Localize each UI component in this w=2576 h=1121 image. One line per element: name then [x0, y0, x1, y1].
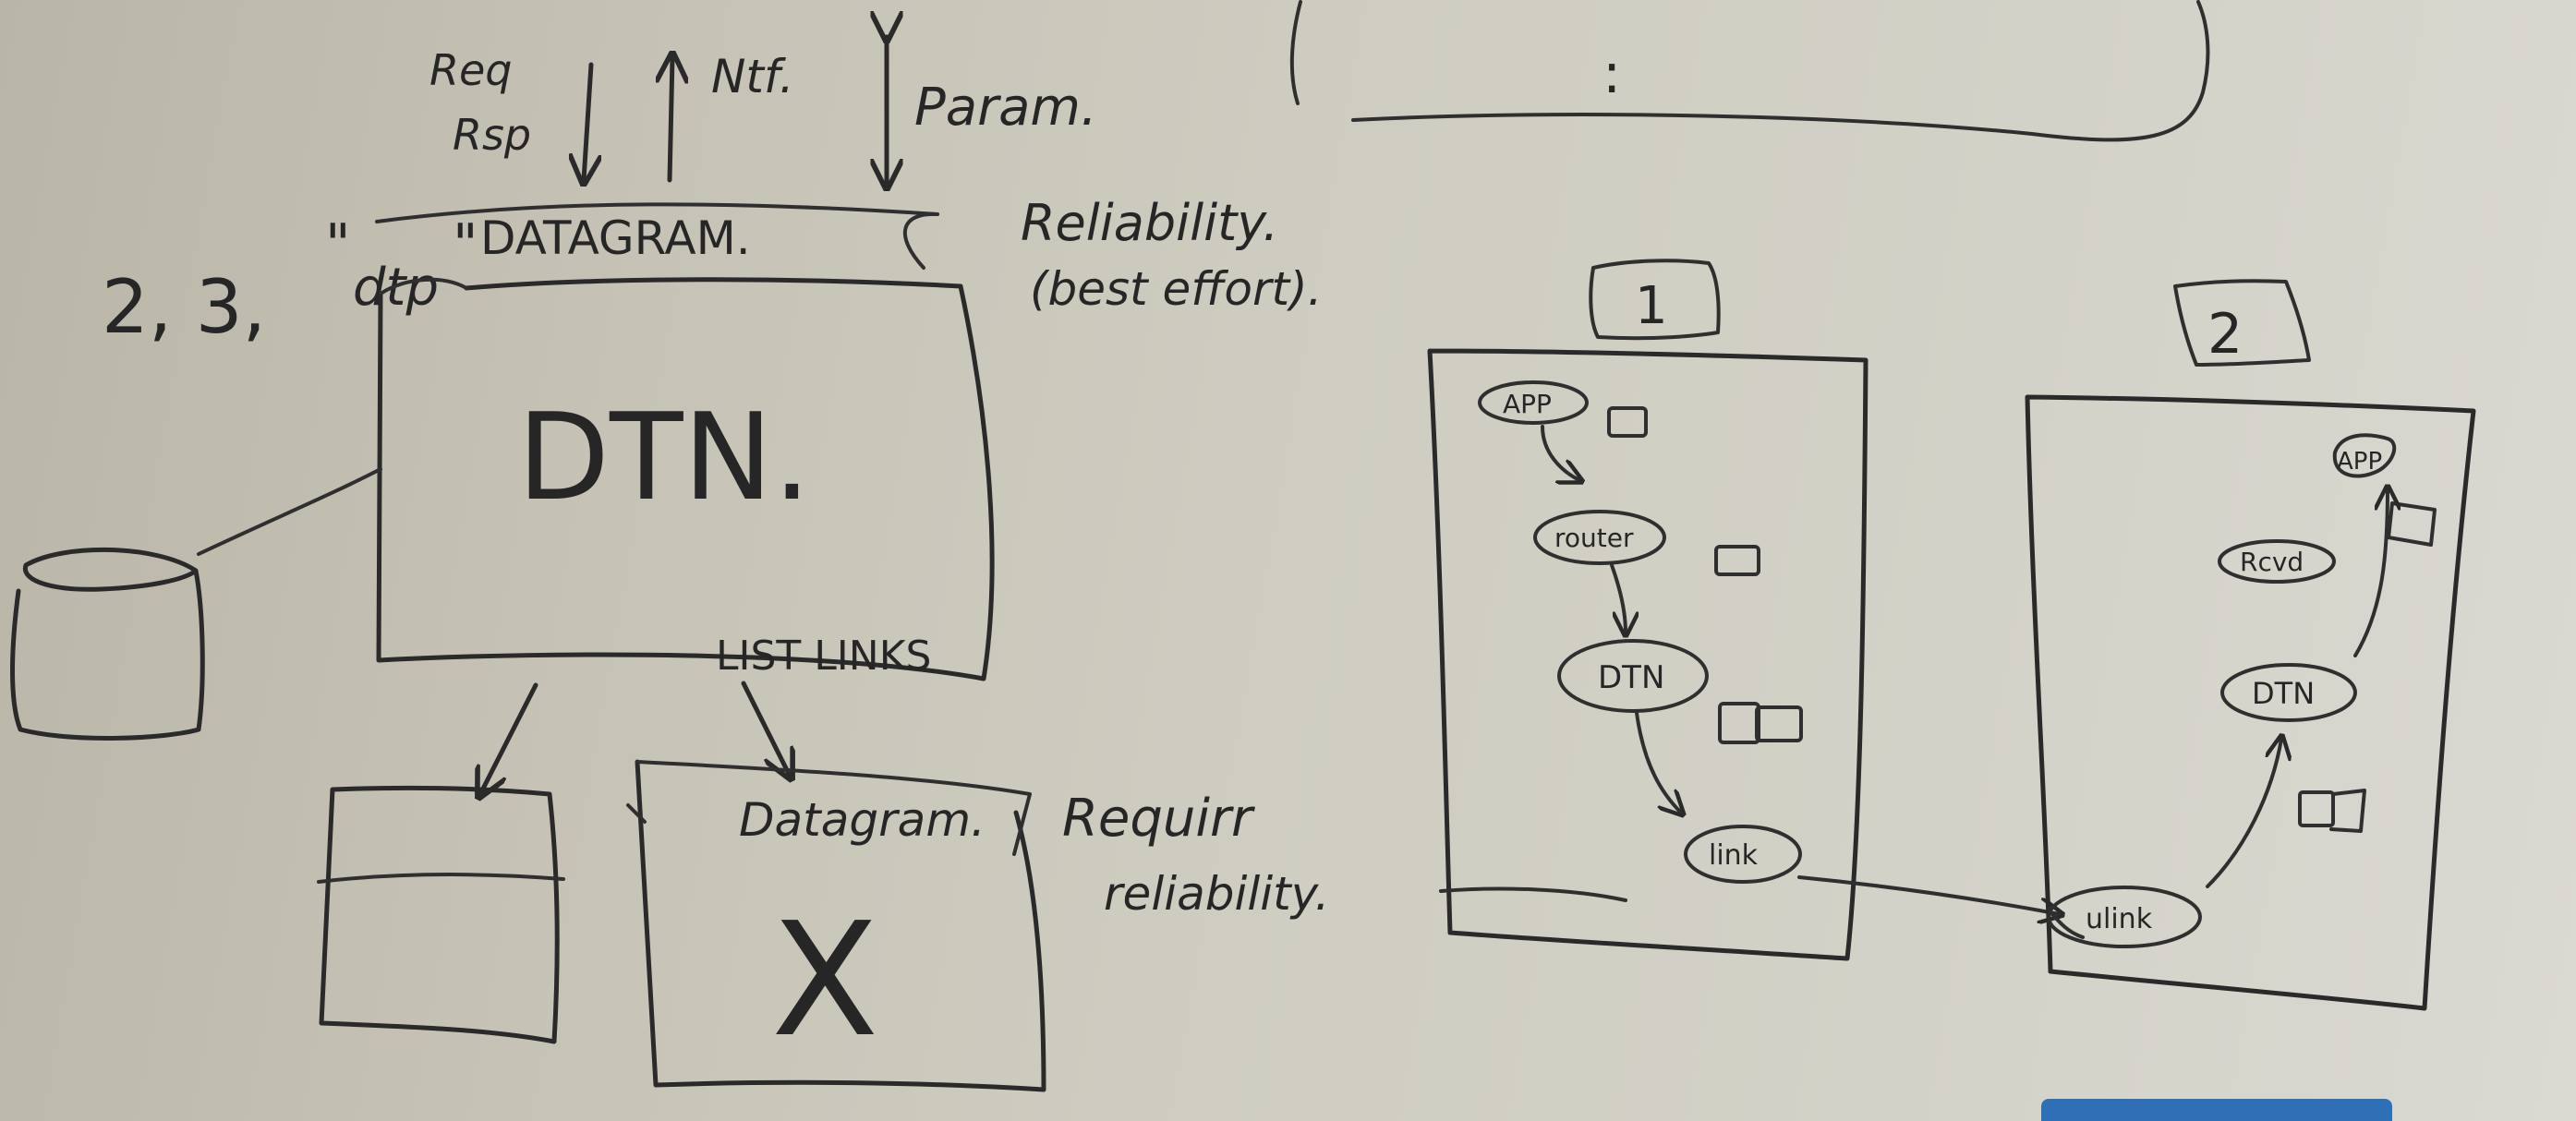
- label-node-link-2: ulink: [2086, 903, 2153, 935]
- label-node-app-1: APP: [1503, 389, 1552, 419]
- label-node-dtn-2: DTN: [2252, 676, 2315, 711]
- lower-right-box: [635, 759, 1046, 1092]
- label-reliability-req: reliability.: [1104, 867, 1329, 921]
- label-req: Req: [429, 45, 512, 95]
- label-quote-open: ": [325, 212, 351, 277]
- label-datagram-bottom: Datagram.: [739, 793, 986, 847]
- node-link-1: [1684, 825, 1802, 884]
- diagram-2-number: 2: [2207, 302, 2243, 367]
- label-best-effort: (best effort).: [1030, 262, 1323, 316]
- label-dtn-main: DTN.: [517, 387, 811, 527]
- arrow-up-ntf: [670, 57, 672, 183]
- vertical-dots: :: [1602, 42, 1621, 106]
- node-rcvd-2: [2218, 539, 2336, 584]
- diagram-1-number: 1: [1635, 276, 1668, 336]
- node-router-1: [1533, 510, 1666, 565]
- top-right-partial-box: :: [1289, 0, 2210, 142]
- label-datagram-top: DATAGRAM.: [480, 211, 751, 265]
- label-node-link-1: link: [1709, 839, 1759, 872]
- diagram-2: 2 APP Rcvd DTN ulink: [2025, 279, 2476, 1011]
- diagram-1-frame: [1427, 348, 1869, 961]
- node-app-1: [1478, 380, 1589, 425]
- label-ntf: Ntf.: [711, 50, 794, 103]
- node-link-2: [2047, 886, 2202, 948]
- storage-cylinder: [10, 547, 205, 741]
- label-reliability: Reliability.: [1021, 194, 1278, 252]
- datagram-band-top: [375, 202, 939, 223]
- diagram-2-frame: [2025, 394, 2476, 1011]
- diagram-1: 1 APP router DTN link: [1427, 259, 1869, 961]
- lower-left-box: [319, 785, 560, 1044]
- link-arrow-1-to-2: [1797, 875, 2060, 914]
- api-arrows: Req Rsp Ntf. Param.: [429, 37, 1097, 185]
- label-node-dtn-1: DTN: [1598, 659, 1664, 696]
- whiteboard-eraser: [2041, 1099, 2392, 1121]
- x-mark: X: [771, 889, 878, 1072]
- label-node-rcvd-2: Rcvd: [2240, 547, 2304, 577]
- label-require: Requirr: [1062, 789, 1255, 849]
- node-dtn-1: [1557, 639, 1709, 713]
- label-numbers: 2, 3,: [102, 264, 266, 350]
- label-node-router-1: router: [1554, 523, 1634, 553]
- label-param: Param.: [914, 78, 1097, 138]
- dtn-stack: " dtp " DATAGRAM. 2, 3, Reliability. (be…: [10, 194, 1329, 1092]
- dtn-main-box: [376, 277, 995, 681]
- node-dtn-2: [2220, 663, 2357, 722]
- label-list-links: LIST LINKS: [716, 633, 931, 680]
- label-rsp: Rsp: [453, 110, 531, 160]
- arrow-down-req: [584, 62, 591, 180]
- label-quote-close: ": [453, 212, 478, 277]
